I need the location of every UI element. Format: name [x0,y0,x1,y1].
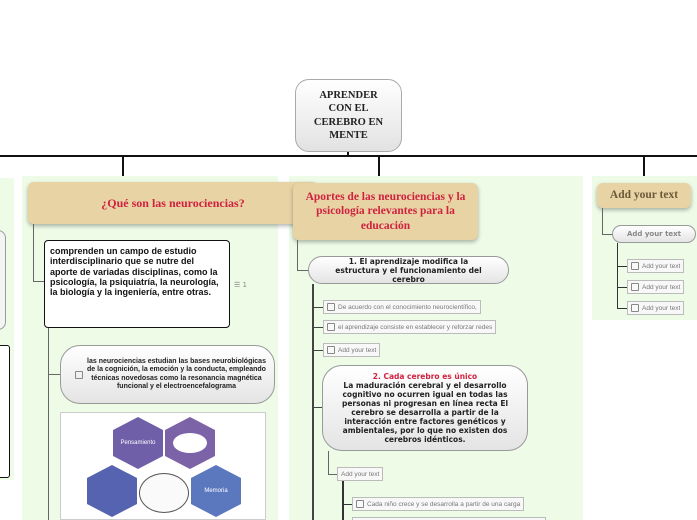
list-item[interactable]: Add your text [627,259,685,273]
connector [378,156,380,184]
branch3-node[interactable]: Add your text [612,225,696,243]
item-text: Add your text [642,283,681,291]
connector [297,270,309,271]
connector [122,156,124,182]
connector [617,308,627,309]
connector [347,150,349,156]
hexagon: Pensamiento [113,417,163,469]
brain-icon [139,473,189,513]
checkbox-icon[interactable] [631,283,639,291]
branch3-node-text: Add your text [626,229,682,238]
node2-heading: 2. Cada cerebro es único [372,372,478,381]
connector [617,266,627,267]
hexagon [87,465,137,517]
connector [48,374,60,375]
note-count: 1 [242,281,247,289]
checkbox-icon[interactable] [631,304,639,312]
bubble-text: las neurociencias estudian las bases neu… [87,358,266,390]
checkbox-icon[interactable] [75,371,83,379]
branch1-bubble[interactable]: las neurociencias estudian las bases neu… [60,345,275,404]
hexagon: Memoria [191,465,241,517]
partial-node[interactable] [0,345,10,478]
connector [643,156,645,183]
connector [328,451,329,475]
partial-node[interactable] [0,230,6,330]
branch2-title-text: Aportes de las neurociencias y la psicol… [305,190,466,232]
connector [342,481,344,520]
branch3-title-text: Add your text [609,189,679,202]
connector [33,224,34,281]
hex-label: Pensamiento [120,440,156,446]
connector [33,281,45,282]
list-item[interactable]: el aprendizaje consiste en establecer y … [323,320,497,334]
connector [312,284,314,520]
thought-bubble-hexagon [165,417,215,469]
hex-label: Memoria [204,488,228,494]
branch3-title[interactable]: Add your text [597,183,691,208]
branch1-text: comprenden un campo de estudio interdisc… [50,246,219,298]
checkbox-icon[interactable] [327,303,335,311]
branch1-text-node[interactable]: comprenden un campo de estudio interdisc… [44,240,230,328]
note-icon[interactable]: ☰ 1 [234,281,247,289]
sub-text: Add your text [341,470,380,478]
list-item[interactable]: Add your text [323,343,381,357]
node-cerebro-unico[interactable]: 2. Cada cerebro es único La maduración c… [322,365,528,451]
connector [602,208,603,234]
checkbox-icon[interactable] [356,500,364,508]
list-item[interactable]: De acuerdo con el conocimiento neurocien… [323,300,481,314]
branch1-title[interactable]: ¿Qué son las neurociencias? [28,182,318,224]
item-text: Add your text [642,262,681,270]
item-text: el aprendizaje consiste en establecer y … [338,323,493,331]
connector [617,287,627,288]
connector [313,350,323,351]
list-item[interactable]: Add your text [627,280,685,294]
item-text: Cada niño crece y se desarrolla a partir… [367,500,521,508]
root-label: APRENDER CON EL CEREBRO EN MENTE [313,90,384,141]
connector [313,407,323,408]
list-item[interactable]: Add your text [627,301,685,315]
connector [48,328,49,520]
item-text: De acuerdo con el conocimiento neurocien… [338,303,477,311]
connector [313,307,323,308]
node-aprendizaje[interactable]: 1. El aprendizaje modifica la estructura… [308,256,509,284]
item-text: Add your text [642,304,681,312]
checkbox-icon[interactable] [327,323,335,331]
checkbox-icon[interactable] [631,262,639,270]
connector [343,504,353,505]
checkbox-icon[interactable] [327,346,335,354]
list-item[interactable] [352,517,546,520]
branch2-title[interactable]: Aportes de las neurociencias y la psicol… [293,183,478,240]
connector [313,327,323,328]
item-text: Add your text [338,346,377,354]
connector [617,243,618,309]
brain-image: Pensamiento Memoria [60,412,266,520]
connector [297,240,298,270]
connector [0,155,697,157]
connector [328,474,338,475]
root-node[interactable]: APRENDER CON EL CEREBRO EN MENTE [295,79,402,152]
node1-text: 1. El aprendizaje modifica la estructura… [335,256,482,284]
sub-node[interactable]: Add your text [337,467,384,481]
list-item[interactable]: Cada niño crece y se desarrolla a partir… [352,497,525,511]
branch1-title-text: ¿Qué son las neurociencias? [101,195,245,210]
connector [602,234,613,235]
node2-text: La maduración cerebral y el desarrollo c… [341,381,509,444]
